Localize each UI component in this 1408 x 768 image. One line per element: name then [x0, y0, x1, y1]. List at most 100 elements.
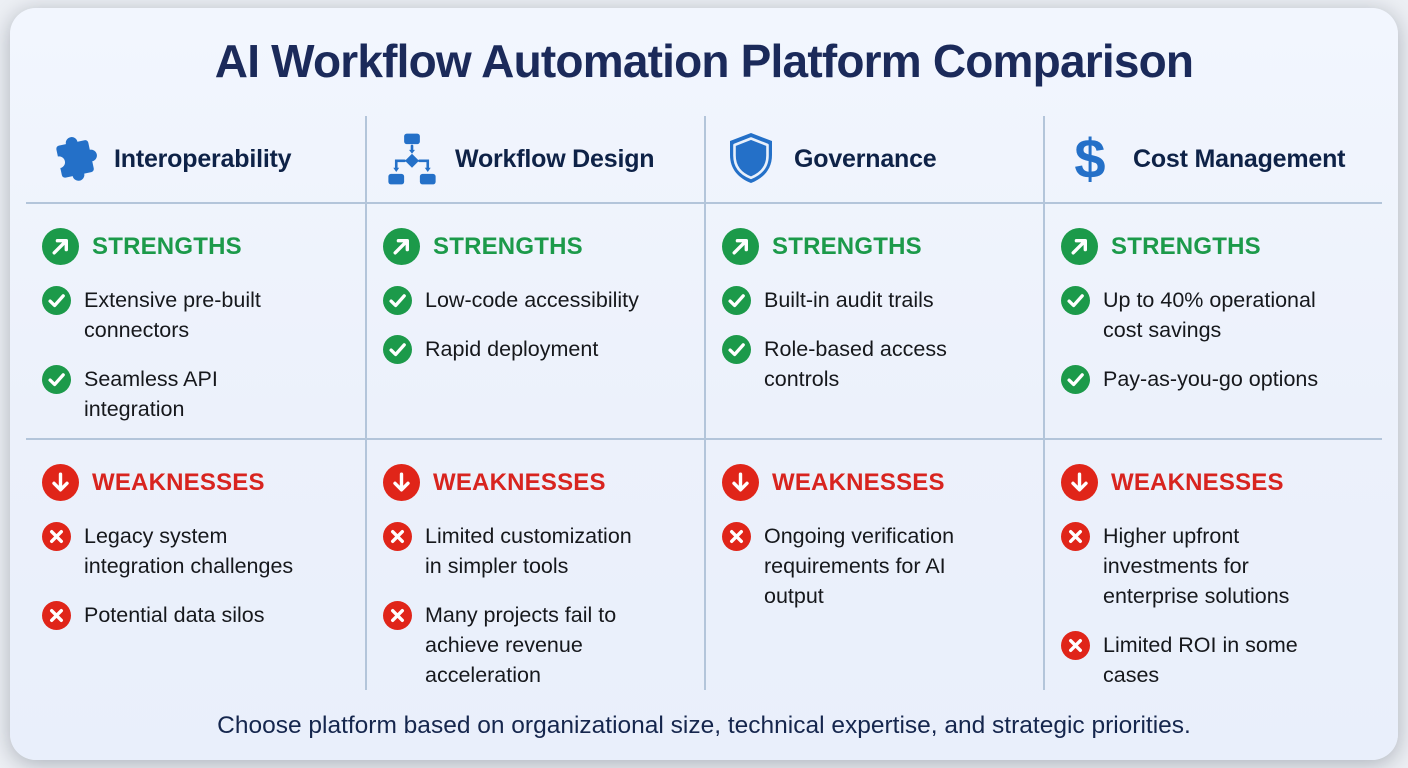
x-circle-icon	[383, 601, 412, 630]
comparison-card: AI Workflow Automation Platform Comparis…	[10, 8, 1398, 760]
weaknesses-header: WEAKNESSES	[383, 464, 696, 501]
item-text: Legacy system integration challenges	[84, 524, 294, 578]
list-item: Rapid deployment	[383, 334, 696, 364]
item-text: Role-based access controls	[764, 337, 947, 391]
item-text: Low-code accessibility	[425, 288, 639, 312]
weaknesses-header: WEAKNESSES	[42, 464, 357, 501]
column-title: Cost Management	[1133, 144, 1346, 173]
item-text: Pay-as-you-go options	[1103, 367, 1319, 391]
item-text: Many projects fail to achieve revenue ac…	[425, 603, 617, 687]
weaknesses-section: WEAKNESSES Ongoing verification requirem…	[704, 440, 1043, 690]
trending-up-icon	[1061, 228, 1098, 265]
x-circle-icon	[42, 522, 71, 551]
column-header: $ Cost Management	[1043, 116, 1382, 204]
item-text: Potential data silos	[84, 603, 265, 627]
arrow-down-circle-icon	[383, 464, 420, 501]
trending-up-icon	[383, 228, 420, 265]
strengths-heading: STRENGTHS	[772, 232, 922, 260]
list-item: Potential data silos	[42, 600, 357, 630]
weaknesses-list: Higher upfront investments for enterpris…	[1061, 521, 1374, 690]
check-circle-icon	[383, 335, 412, 364]
strengths-section: STRENGTHS Up to 40% operational cost sav…	[1043, 204, 1382, 440]
column-header: Interoperability	[26, 116, 365, 204]
x-circle-icon	[383, 522, 412, 551]
list-item: Limited ROI in some cases	[1061, 630, 1374, 690]
list-item: Up to 40% operational cost savings	[1061, 285, 1374, 345]
check-circle-icon	[383, 286, 412, 315]
x-circle-icon	[42, 601, 71, 630]
flowchart-icon	[381, 131, 443, 187]
weaknesses-heading: WEAKNESSES	[1111, 468, 1284, 496]
list-item: Low-code accessibility	[383, 285, 696, 315]
check-circle-icon	[42, 365, 71, 394]
column-title: Workflow Design	[455, 144, 655, 173]
item-text: Seamless API integration	[84, 367, 218, 421]
trending-up-icon	[722, 228, 759, 265]
weaknesses-header: WEAKNESSES	[1061, 464, 1374, 501]
list-item: Many projects fail to achieve revenue ac…	[383, 600, 696, 690]
weaknesses-section: WEAKNESSES Legacy system integration cha…	[26, 440, 365, 690]
list-item: Higher upfront investments for enterpris…	[1061, 521, 1374, 611]
x-circle-icon	[1061, 522, 1090, 551]
list-item: Limited customization in simpler tools	[383, 521, 696, 581]
weaknesses-section: WEAKNESSES Limited customization in simp…	[365, 440, 704, 690]
strengths-header: STRENGTHS	[722, 228, 1035, 265]
column-header: Governance	[704, 116, 1043, 204]
weaknesses-header: WEAKNESSES	[722, 464, 1035, 501]
item-text: Up to 40% operational cost savings	[1103, 288, 1316, 342]
x-circle-icon	[1061, 631, 1090, 660]
column-title: Governance	[794, 144, 937, 173]
item-text: Ongoing verification requirements for AI…	[764, 524, 955, 608]
column-header: Workflow Design	[365, 116, 704, 204]
item-text: Limited customization in simpler tools	[425, 524, 632, 578]
puzzle-icon	[40, 130, 102, 188]
check-circle-icon	[1061, 286, 1090, 315]
list-item: Legacy system integration challenges	[42, 521, 357, 581]
footer-note: Choose platform based on organizational …	[217, 712, 1191, 739]
item-text: Limited ROI in some cases	[1103, 633, 1298, 687]
item-text: Built-in audit trails	[764, 288, 934, 312]
dollar-icon: $	[1074, 127, 1106, 190]
strengths-header: STRENGTHS	[383, 228, 696, 265]
check-circle-icon	[1061, 365, 1090, 394]
x-circle-icon	[722, 522, 751, 551]
list-item: Seamless API integration	[42, 364, 357, 424]
column-title: Interoperability	[114, 144, 292, 173]
check-circle-icon	[722, 335, 751, 364]
strengths-header: STRENGTHS	[1061, 228, 1374, 265]
check-circle-icon	[42, 286, 71, 315]
arrow-down-circle-icon	[42, 464, 79, 501]
item-text: Rapid deployment	[425, 337, 599, 361]
weaknesses-heading: WEAKNESSES	[433, 468, 606, 496]
comparison-grid: Interoperability STRENGTHS Extensive pre…	[26, 116, 1382, 690]
weaknesses-section: WEAKNESSES Higher upfront investments fo…	[1043, 440, 1382, 690]
strengths-header: STRENGTHS	[42, 228, 357, 265]
strengths-heading: STRENGTHS	[433, 232, 583, 260]
list-item: Built-in audit trails	[722, 285, 1035, 315]
trending-up-icon	[42, 228, 79, 265]
list-item: Pay-as-you-go options	[1061, 364, 1374, 394]
strengths-heading: STRENGTHS	[92, 232, 242, 260]
page-title: AI Workflow Automation Platform Comparis…	[214, 35, 1194, 87]
strengths-section: STRENGTHS Extensive pre-built connectors…	[26, 204, 365, 440]
strengths-heading: STRENGTHS	[1111, 232, 1261, 260]
check-circle-icon	[722, 286, 751, 315]
arrow-down-circle-icon	[722, 464, 759, 501]
weaknesses-heading: WEAKNESSES	[772, 468, 945, 496]
list-item: Extensive pre-built connectors	[42, 285, 357, 345]
arrow-down-circle-icon	[1061, 464, 1098, 501]
shield-icon	[720, 131, 782, 187]
item-text: Higher upfront investments for enterpris…	[1103, 524, 1290, 608]
item-text: Extensive pre-built connectors	[84, 288, 261, 342]
list-item: Ongoing verification requirements for AI…	[722, 521, 1035, 611]
weaknesses-heading: WEAKNESSES	[92, 468, 265, 496]
weaknesses-list: Ongoing verification requirements for AI…	[722, 521, 1035, 611]
